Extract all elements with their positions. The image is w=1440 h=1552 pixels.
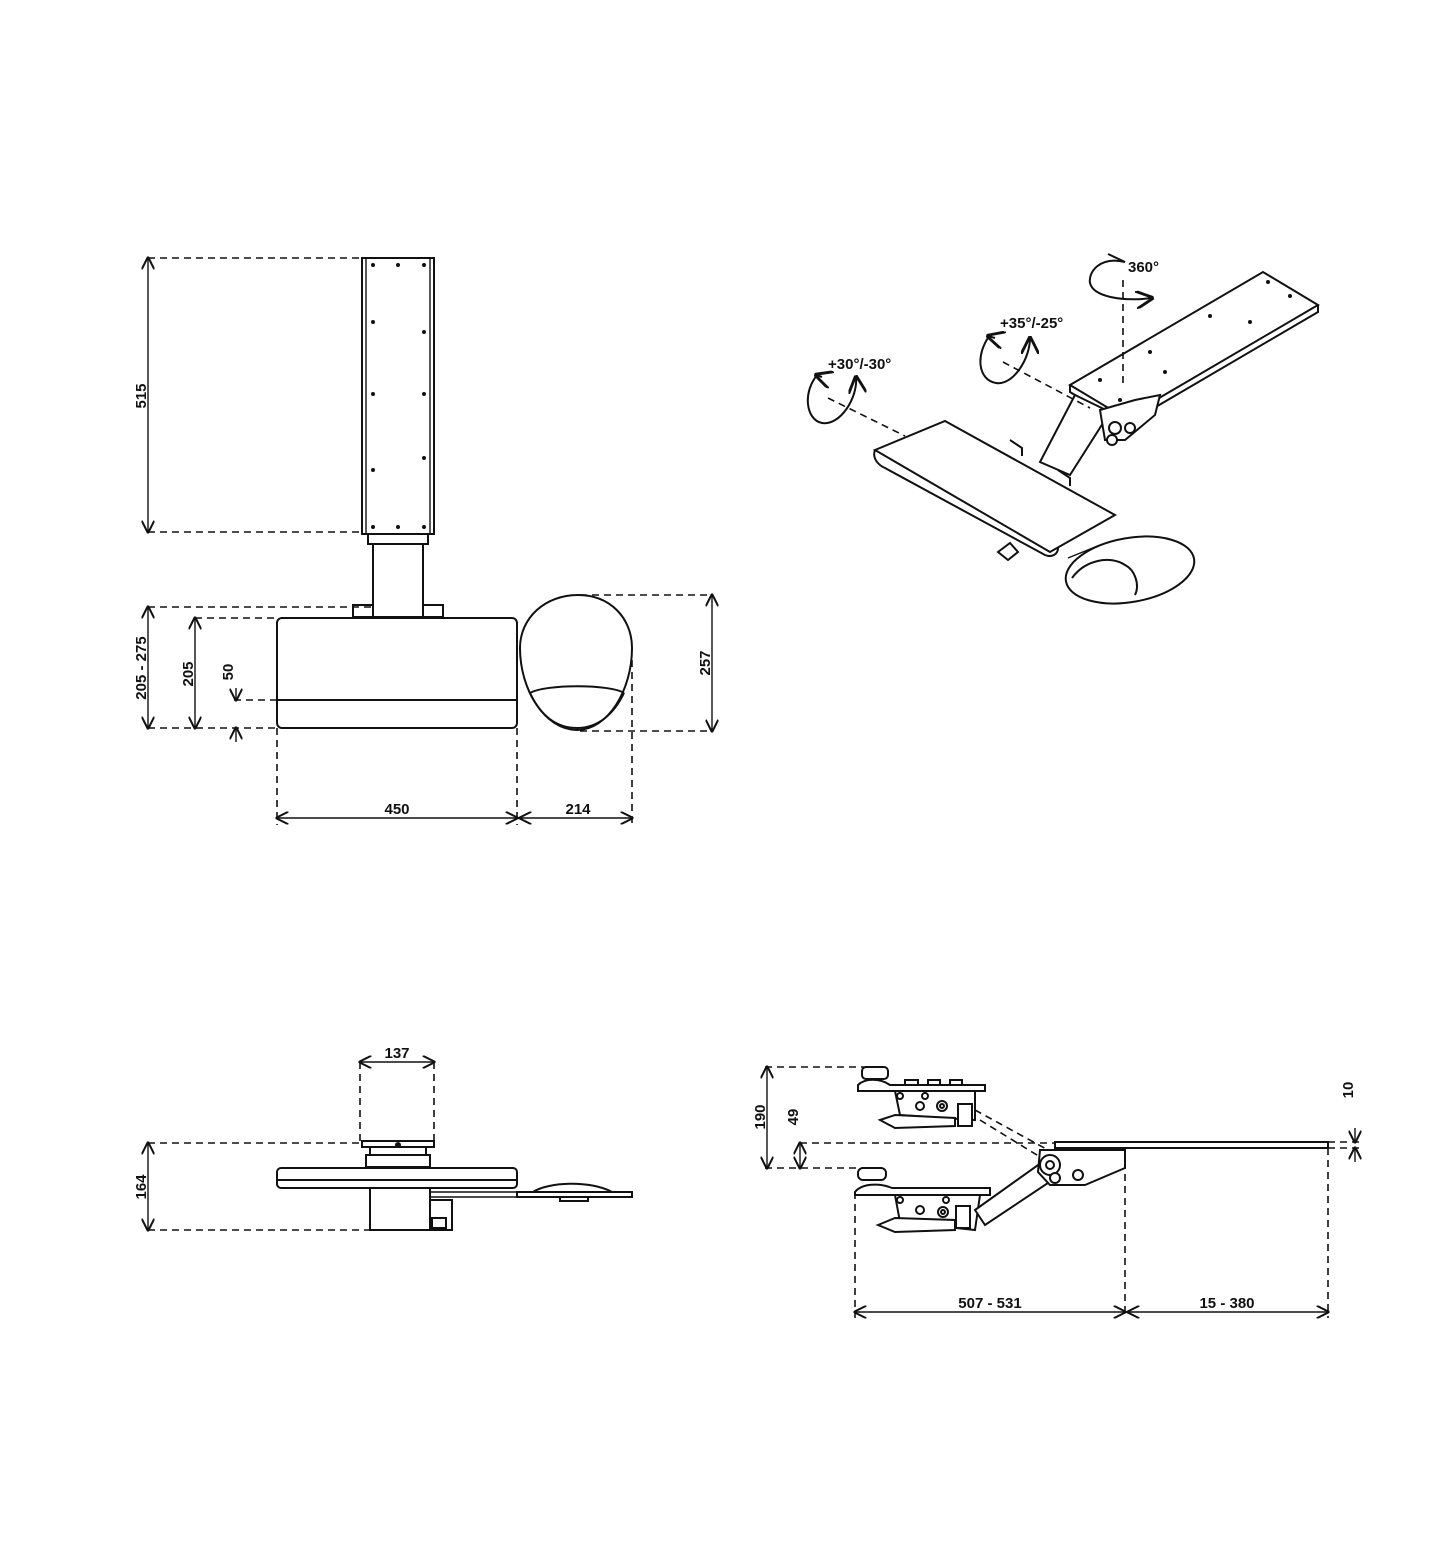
label-rotation-tilt: +35°/-25° [1000, 315, 1063, 332]
dim-wrist-rest-height: 50 [220, 664, 237, 681]
top-post [369, 1187, 431, 1231]
lower-bracket [854, 1183, 991, 1196]
dim-tray-height-range: 205 - 275 [133, 636, 150, 699]
dim-mouse-pad-width: 214 [565, 801, 591, 818]
plate-screws [1098, 280, 1292, 402]
column [361, 257, 435, 535]
front-view: 515 205 - 275 205 50 257 450 214 [133, 258, 714, 825]
dim-tray-width: 450 [384, 801, 409, 818]
dim-extension-range: 15 - 380 [1199, 1295, 1254, 1312]
isometric-view: 360° +35°/-25° +30°/-30° [806, 253, 1320, 605]
top-view: 137 164 [133, 1045, 633, 1231]
dim-mech-height: 49 [785, 1109, 802, 1126]
dim-reach-range: 507 - 531 [958, 1295, 1021, 1312]
dim-depth: 164 [133, 1174, 150, 1200]
column-base [367, 533, 429, 545]
label-rotation-360: 360° [1128, 259, 1159, 276]
mounting-plate [1068, 270, 1320, 420]
rotate-tilt-icon [979, 334, 1030, 385]
dim-mouse-pad-depth: 257 [697, 650, 714, 675]
arm [1038, 393, 1112, 477]
dim-column-height: 515 [133, 383, 150, 408]
top-mouse-pad [529, 1182, 613, 1193]
label-rotation-swivel: +30°/-30° [828, 356, 891, 373]
column-screws [371, 263, 426, 529]
top-keyboard-tray [276, 1167, 518, 1189]
keyboard-tray [276, 617, 518, 729]
dim-total-height: 190 [752, 1104, 769, 1129]
side-view: 190 49 10 507 - 531 15 - 380 [752, 1067, 1362, 1318]
rotate-360-icon [1088, 259, 1152, 300]
upper-bracket [857, 1078, 986, 1092]
dim-tray-height: 205 [180, 661, 197, 686]
rotate-swivel-icon [806, 373, 856, 425]
dim-plate-thickness: 10 [1340, 1082, 1357, 1099]
dim-column-width: 137 [384, 1045, 409, 1062]
support-post [372, 543, 424, 618]
mouse-pad [518, 593, 634, 732]
iso-keyboard-tray [872, 419, 1118, 554]
side-plate [1054, 1141, 1329, 1149]
